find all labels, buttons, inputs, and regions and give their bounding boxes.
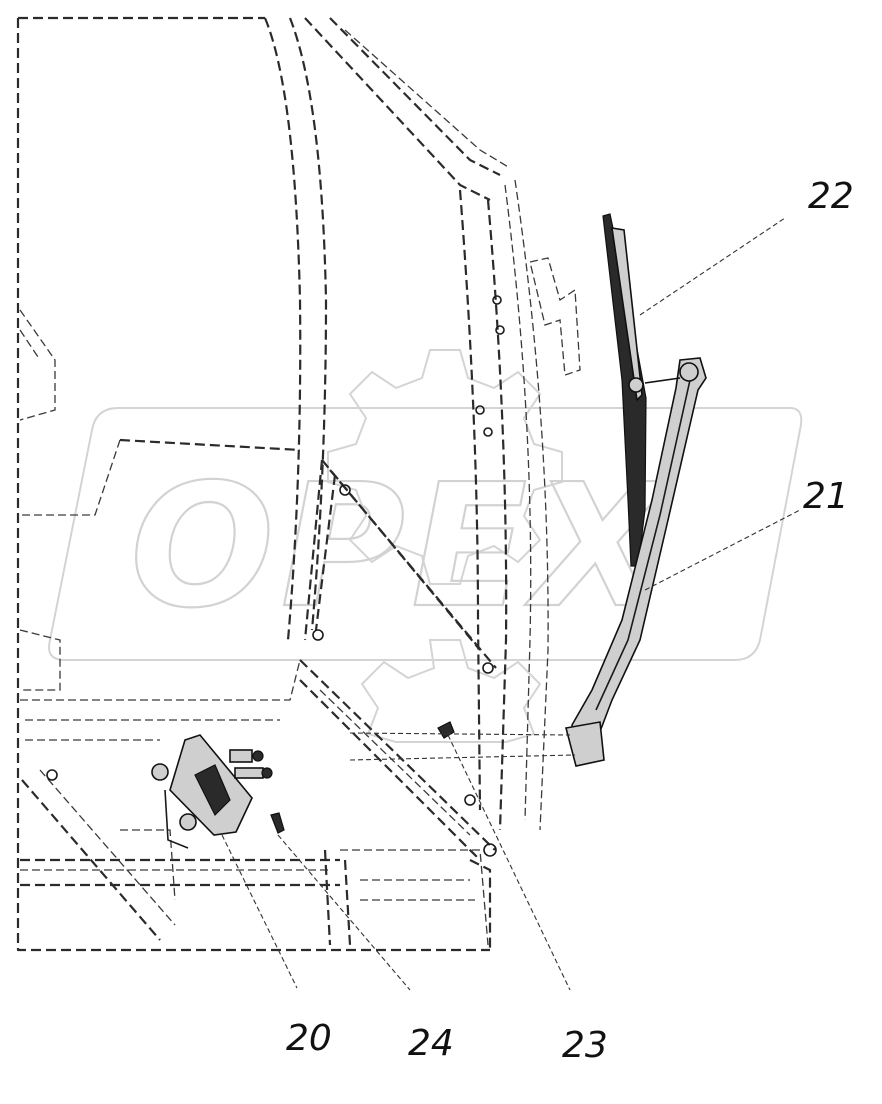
callout-22: 22: [808, 176, 854, 217]
wiper-motor: [151, 734, 273, 849]
watermark-text: OPEX: [130, 448, 672, 646]
wiper-blade: [602, 213, 647, 567]
wiper-arm: [565, 357, 707, 767]
cab-frame: [16, 16, 581, 952]
leader-lines: [221, 217, 801, 991]
callouts: 22 21 20 24 23: [286, 176, 854, 1066]
motor-bracket: [270, 812, 285, 834]
callout-23: 23: [562, 1025, 608, 1066]
watermark: OPEX: [48, 349, 803, 743]
mounting-bolt: [437, 721, 455, 739]
callout-21: 21: [803, 476, 849, 517]
callout-24: 24: [408, 1023, 454, 1064]
callout-20: 20: [286, 1018, 332, 1059]
